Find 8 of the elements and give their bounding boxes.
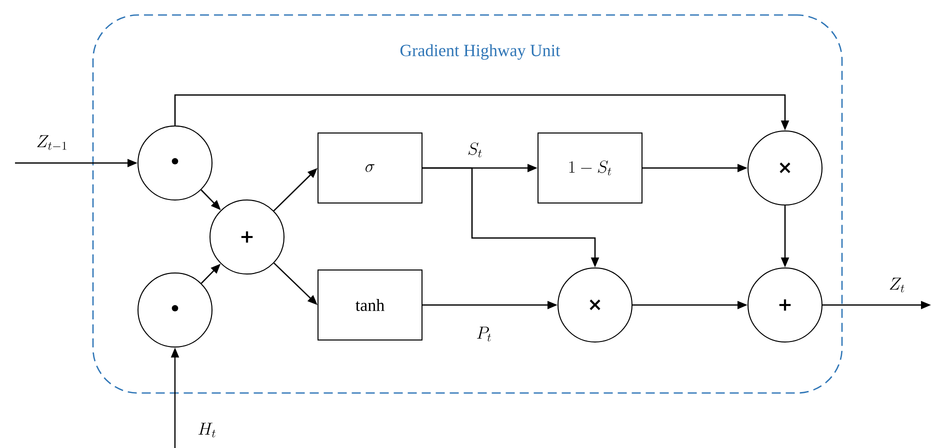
edge-label: $Z_t$ <box>888 276 906 294</box>
function-box: $1-S_t$ <box>538 132 642 204</box>
function-box: $\sigma$ <box>318 132 422 204</box>
edge-label: $S_t$ <box>466 142 484 158</box>
edge-label: $H_t$ <box>196 422 218 438</box>
edge-label: $P_t$ <box>475 326 493 342</box>
function-box: tanh <box>318 270 422 340</box>
edge-label: $Z_{t-1}$ <box>35 134 69 152</box>
